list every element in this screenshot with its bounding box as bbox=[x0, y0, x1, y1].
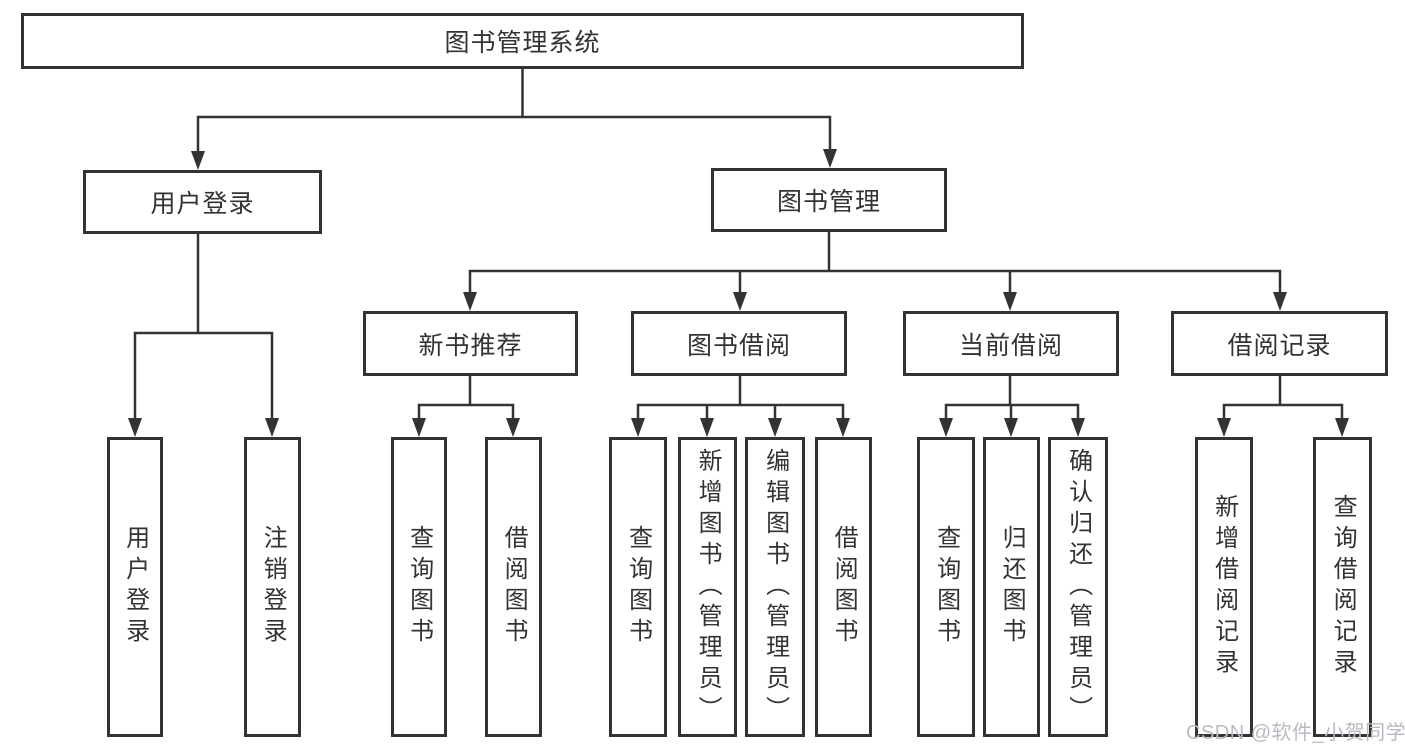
node-label: 查询图书 bbox=[405, 525, 433, 649]
node-label: 图书管理系统 bbox=[444, 29, 601, 57]
node-current-return-book: 归还图书 bbox=[983, 437, 1040, 737]
node-logout: 注销登录 bbox=[244, 437, 301, 737]
node-label: 确认归还（管理员） bbox=[1064, 447, 1092, 727]
node-current-borrowing: 当前借阅 bbox=[903, 311, 1119, 376]
node-records-add-record: 新增借阅记录 bbox=[1195, 437, 1253, 737]
node-label: 查询图书 bbox=[624, 525, 652, 649]
node-label: 注销登录 bbox=[259, 525, 287, 649]
node-borrow-borrow-book: 借阅图书 bbox=[815, 437, 872, 737]
node-label: 新增借阅记录 bbox=[1210, 494, 1238, 680]
node-book-management: 图书管理 bbox=[711, 168, 947, 232]
node-label: 当前借阅 bbox=[958, 331, 1063, 360]
node-label: 用户登录 bbox=[150, 190, 255, 218]
node-label: 借阅图书 bbox=[830, 525, 858, 649]
node-user-login-leaf: 用户登录 bbox=[107, 437, 163, 737]
node-label: 图书管理 bbox=[776, 188, 881, 216]
node-current-confirm-return-admin: 确认归还（管理员） bbox=[1048, 437, 1108, 737]
node-borrowing-records: 借阅记录 bbox=[1171, 311, 1388, 376]
node-current-query-book: 查询图书 bbox=[917, 437, 975, 737]
node-borrow-edit-book-admin: 编辑图书（管理员） bbox=[745, 437, 805, 737]
node-book-borrowing: 图书借阅 bbox=[631, 311, 847, 376]
node-label: 借阅图书 bbox=[500, 525, 528, 649]
node-recommend-query-book: 查询图书 bbox=[391, 437, 447, 737]
node-label: 图书借阅 bbox=[686, 331, 791, 360]
node-label: 查询图书 bbox=[932, 525, 960, 649]
node-user-login: 用户登录 bbox=[83, 170, 322, 234]
node-label: 查询借阅记录 bbox=[1329, 494, 1357, 680]
node-label: 新增图书（管理员） bbox=[694, 447, 722, 727]
node-records-query-record: 查询借阅记录 bbox=[1313, 437, 1372, 737]
node-label: 归还图书 bbox=[998, 525, 1026, 649]
node-label: 新书推荐 bbox=[418, 331, 523, 360]
node-recommend-borrow-book: 借阅图书 bbox=[485, 437, 542, 737]
node-label: 编辑图书（管理员） bbox=[761, 447, 789, 727]
node-library-system: 图书管理系统 bbox=[21, 13, 1024, 69]
node-borrow-query-book: 查询图书 bbox=[609, 437, 667, 737]
node-new-book-recommend: 新书推荐 bbox=[363, 311, 578, 376]
csdn-watermark: CSDN @软件_小贺同学 bbox=[1186, 722, 1405, 744]
node-label: 用户登录 bbox=[121, 525, 149, 649]
node-borrow-add-book-admin: 新增图书（管理员） bbox=[678, 437, 737, 737]
node-label: 借阅记录 bbox=[1227, 331, 1332, 360]
